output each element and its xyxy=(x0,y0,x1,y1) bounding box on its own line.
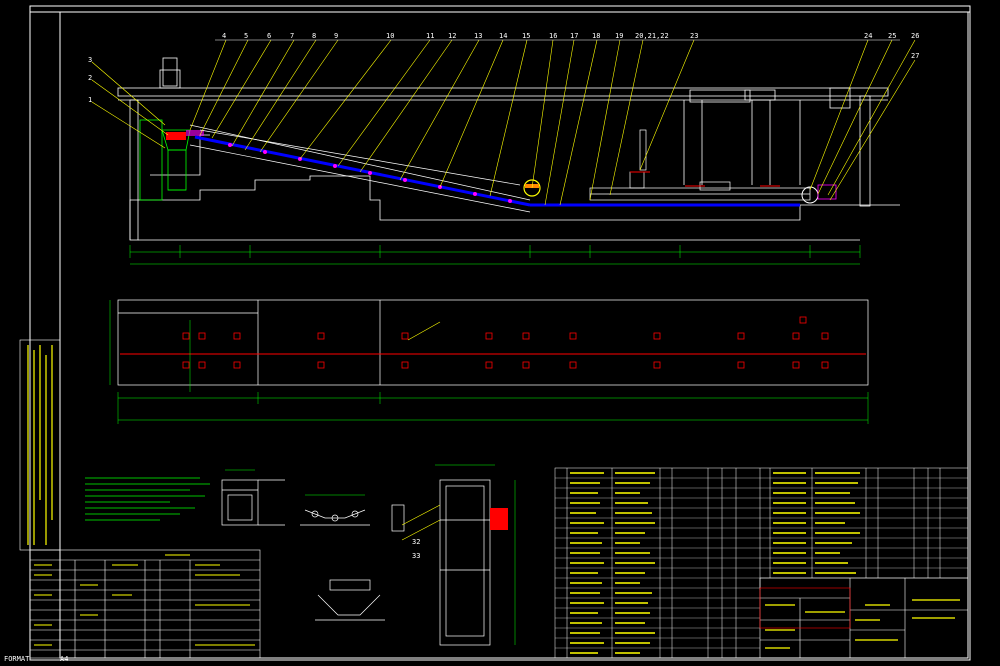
callout-15: 15 xyxy=(522,32,531,40)
feed-hopper xyxy=(139,119,191,201)
conveyor-belt xyxy=(194,135,800,207)
callout-26: 26 xyxy=(911,32,920,40)
callout-24: 24 xyxy=(864,32,873,40)
callout-2: 2 xyxy=(88,74,93,82)
detail-drive-unit xyxy=(391,479,491,646)
callout-7: 7 xyxy=(290,32,295,40)
detail-return-idler xyxy=(315,579,385,621)
callout-4: 4 xyxy=(222,32,227,40)
detail-section-a xyxy=(221,479,285,526)
callout-20-21-22: 20,21,22 xyxy=(635,32,669,40)
callout-6: 6 xyxy=(267,32,272,40)
elevation-dimensions xyxy=(129,245,861,265)
bend-pulley xyxy=(523,179,541,197)
callout-19: 19 xyxy=(615,32,624,40)
callout-14: 14 xyxy=(499,32,508,40)
callout-25: 25 xyxy=(888,32,897,40)
sheet-size-label: A4 xyxy=(60,655,69,663)
drawing-frame xyxy=(29,5,971,661)
callout-13: 13 xyxy=(474,32,483,40)
elevation-view xyxy=(91,39,916,265)
callout-16: 16 xyxy=(549,32,558,40)
callout-33: 33 xyxy=(412,552,421,560)
detail-idler-trough xyxy=(300,509,370,526)
callout-8: 8 xyxy=(312,32,317,40)
format-label: FORMAT xyxy=(4,655,30,663)
callout-18: 18 xyxy=(592,32,601,40)
callout-27: 27 xyxy=(911,52,920,60)
parts-list-text xyxy=(570,472,860,654)
technical-notes xyxy=(85,477,210,521)
tail-section xyxy=(589,129,811,201)
idler-sets xyxy=(228,143,512,203)
callout-leaders xyxy=(91,39,916,206)
callout-9: 9 xyxy=(334,32,339,40)
callout-11: 11 xyxy=(426,32,435,40)
callout-1: 1 xyxy=(88,96,93,104)
spec-table xyxy=(29,549,261,659)
callout-23: 23 xyxy=(690,32,699,40)
conveyor-truss xyxy=(189,124,531,213)
plan-view xyxy=(109,299,869,424)
callout-5: 5 xyxy=(244,32,249,40)
left-notes-strip xyxy=(19,339,61,551)
callout-3: 3 xyxy=(88,56,93,64)
callout-32: 32 xyxy=(412,538,421,546)
callout-12: 12 xyxy=(448,32,457,40)
callout-17: 17 xyxy=(570,32,579,40)
callout-10: 10 xyxy=(386,32,395,40)
plan-anchor-bolts xyxy=(182,316,829,369)
